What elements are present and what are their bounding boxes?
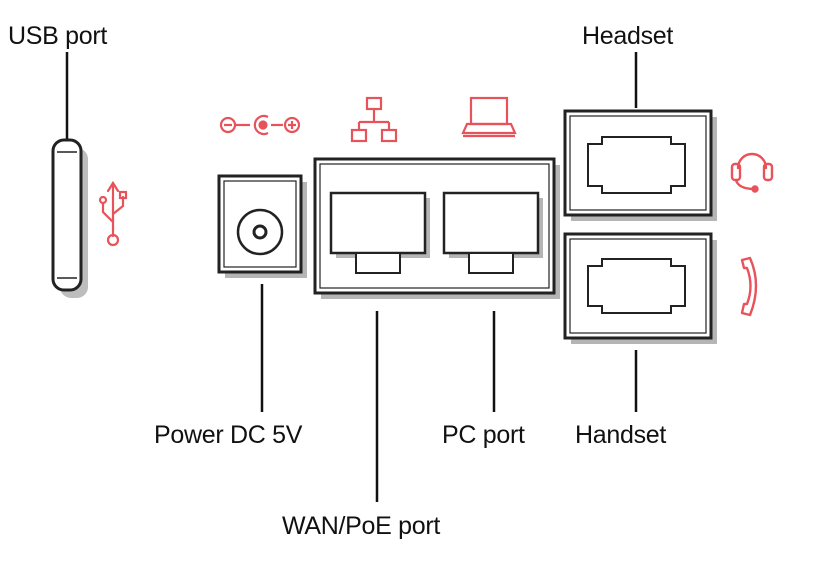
leader-lines [65,52,638,502]
wan-poe-port-label: WAN/PoE port [282,512,441,540]
headset-jack [563,109,717,221]
handset-icon [740,256,758,317]
headset-label: Headset [582,22,674,50]
usb-port-label: USB port [8,22,108,50]
power-dc-label: Power DC 5V [154,421,303,449]
usb-icon [98,180,128,247]
computer-icon [461,96,517,138]
power-dc-jack [217,174,307,278]
wan-poe-jack [329,191,430,274]
usb-port-body [51,138,88,298]
handset-label: Handset [575,421,667,449]
handset-jack [563,232,717,344]
pc-jack [442,191,543,274]
headset-icon [730,152,774,193]
dc-polarity-icon [219,114,301,136]
network-icon [350,96,398,143]
pc-port-label: PC port [442,421,525,449]
